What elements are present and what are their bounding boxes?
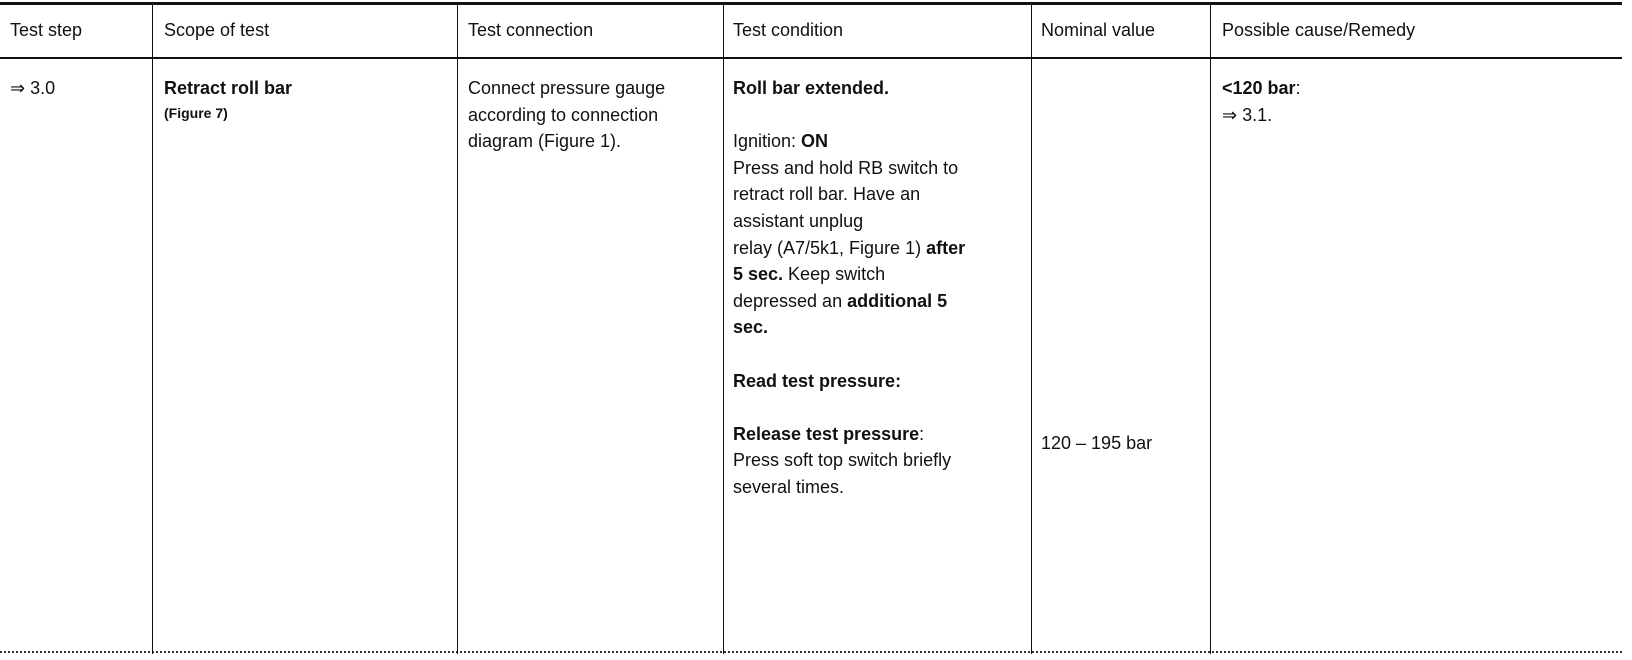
connection-line: diagram (Figure 1). <box>468 131 622 152</box>
condition-release-test-pressure: Release test pressure: <box>733 423 925 444</box>
header-possible-cause-remedy: Possible cause/Remedy <box>1222 20 1416 40</box>
cell-test-step: ⇒ 3.0 <box>10 78 56 98</box>
column-divider <box>1031 2 1032 654</box>
header-test-step: Test step <box>10 20 83 40</box>
table-bottom-rule <box>0 651 1622 653</box>
column-divider <box>1210 2 1211 654</box>
cell-test-condition: Roll bar extended. Ignition: ON Press an… <box>733 75 1025 501</box>
header-scope-of-test: Scope of test <box>164 20 270 40</box>
condition-roll-bar-extended: Roll bar extended. <box>733 78 890 98</box>
column-divider <box>723 2 724 654</box>
condition-line: assistant unplug <box>733 210 864 231</box>
condition-line: sec. <box>733 317 769 338</box>
condition-line: 5 sec. Keep switch <box>733 264 886 285</box>
header-divider <box>0 57 1622 59</box>
condition-ignition: Ignition: ON <box>733 131 829 152</box>
header-nominal-value: Nominal value <box>1041 20 1156 40</box>
condition-read-test-pressure: Read test pressure: <box>733 370 902 391</box>
condition-line: depressed an additional 5 <box>733 290 948 311</box>
column-divider <box>457 2 458 654</box>
table-top-rule <box>0 2 1622 5</box>
remedy-threshold: <120 bar: <box>1222 78 1301 98</box>
remedy-action: ⇒ 3.1. <box>1222 104 1273 125</box>
condition-line: Press and hold RB switch to <box>733 157 959 178</box>
condition-line: Press soft top switch briefly <box>733 450 952 471</box>
condition-line: relay (A7/5k1, Figure 1) after <box>733 237 966 258</box>
scope-figure-ref: (Figure 7) <box>164 104 228 121</box>
cell-possible-cause-remedy: <120 bar: ⇒ 3.1. <box>1222 75 1612 128</box>
cell-scope-of-test: Retract roll bar (Figure 7) <box>164 75 449 124</box>
header-test-connection: Test connection <box>468 20 594 40</box>
cell-nominal-value: 120 – 195 bar <box>1041 433 1153 453</box>
connection-line: Connect pressure gauge <box>468 78 666 98</box>
condition-line: several times. <box>733 476 845 497</box>
header-test-condition: Test condition <box>733 20 844 40</box>
condition-line: retract roll bar. Have an <box>733 184 921 205</box>
connection-line: according to connection <box>468 104 659 125</box>
column-divider <box>152 2 153 654</box>
scope-title: Retract roll bar <box>164 78 293 98</box>
cell-test-connection: Connect pressure gauge according to conn… <box>468 75 720 155</box>
